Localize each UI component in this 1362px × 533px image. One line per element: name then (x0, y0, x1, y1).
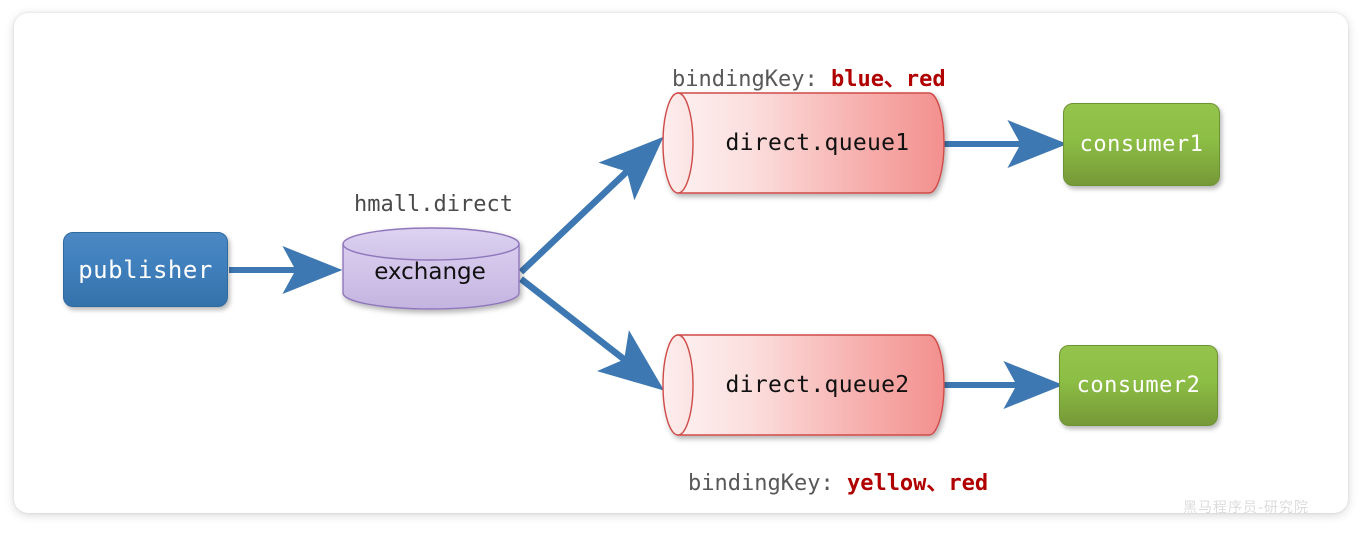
queue1-node[interactable]: direct.queue1 (661, 92, 944, 194)
binding-key-bottom-prefix: bindingKey: (688, 471, 847, 496)
queue1-label: direct.queue1 (725, 130, 910, 156)
queue1-cylinder[interactable] (662, 92, 945, 194)
node-consumer1[interactable]: consumer1 (1063, 103, 1220, 186)
binding-key-top: bindingKey: blue、red (672, 61, 946, 93)
queue2-node[interactable]: direct.queue2 (661, 334, 944, 436)
exchange-node[interactable]: exchange (341, 230, 519, 307)
watermark: 黑马程序员-研究院 (1183, 500, 1310, 516)
edge-exchange-to-queue1 (518, 136, 664, 275)
node-consumer2[interactable]: consumer2 (1059, 345, 1218, 426)
binding-key-top-values: blue、red (830, 67, 946, 92)
binding-key-bottom: bindingKey: yellow、red (688, 465, 988, 497)
exchange-name-label: hmall.direct (354, 192, 513, 217)
exchange-cylinder[interactable] (342, 227, 520, 310)
binding-key-bottom-values: yellow、red (846, 471, 989, 496)
exchange-label: exchange (374, 258, 486, 285)
edge-exchange-to-queue2 (519, 276, 665, 391)
queue2-label: direct.queue2 (725, 372, 910, 398)
binding-key-top-prefix: bindingKey: (672, 67, 831, 92)
node-publisher[interactable]: publisher (63, 232, 228, 307)
queue2-cylinder[interactable] (662, 334, 945, 436)
